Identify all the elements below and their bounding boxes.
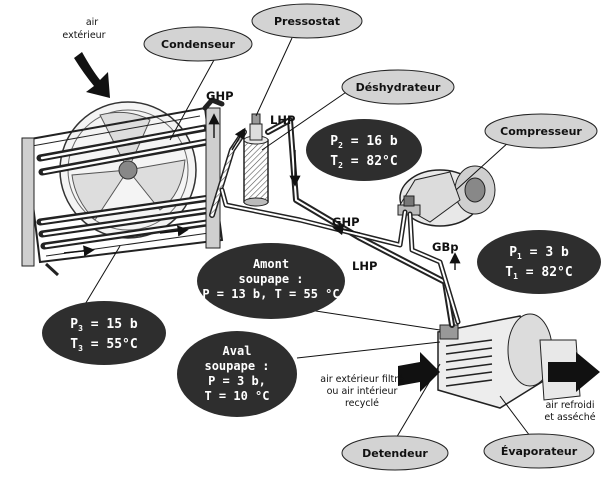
condenser (21, 101, 224, 277)
svg-text:Déshydrateur: Déshydrateur (356, 81, 441, 94)
svg-text:T = 10 °C: T = 10 °C (204, 389, 269, 403)
state-p3-t3: P3 = 15 b T3 = 55°C (42, 301, 166, 365)
state-aval-soupape: Aval soupape : P = 3 b, T = 10 °C (177, 331, 297, 417)
svg-text:soupape :: soupape : (238, 272, 303, 286)
svg-text:Pressostat: Pressostat (274, 15, 340, 28)
label-pressostat: Pressostat (251, 3, 363, 39)
inlet-air-label-1: air extérieur filtré (320, 374, 404, 385)
svg-text:P3 = 15 b: P3 = 15 b (70, 317, 138, 333)
svg-text:Évaporateur: Évaporateur (501, 445, 578, 458)
svg-text:P1 = 3 b: P1 = 3 b (509, 245, 569, 261)
svg-text:Amont: Amont (253, 257, 289, 271)
svg-text:P2 = 16 b: P2 = 16 b (330, 134, 398, 150)
pipe-label-ghp-top: GHP (206, 89, 234, 103)
svg-text:T3 = 55°C: T3 = 55°C (70, 337, 137, 353)
outside-air-label-2: extérieur (62, 30, 105, 41)
pipe-label-lhp-top: LHP (270, 113, 295, 127)
label-detendeur: Detendeur (341, 435, 449, 471)
svg-text:Aval: Aval (223, 344, 252, 358)
label-deshydrateur: Déshydrateur (341, 69, 455, 105)
state-amont-soupape: Amont soupape : P = 13 b, T = 55 °C (197, 243, 345, 319)
inlet-air-arrow (398, 352, 440, 392)
svg-text:P = 13 b, T = 55 °C: P = 13 b, T = 55 °C (202, 287, 339, 301)
svg-text:P = 3 b,: P = 3 b, (208, 374, 266, 388)
dehydrator (243, 113, 269, 207)
pipe-label-gbp: GBp (432, 240, 458, 254)
svg-text:T1 = 82°C: T1 = 82°C (505, 265, 572, 281)
pipe-label-lhp-mid: LHP (352, 259, 377, 273)
svg-text:T2 = 82°C: T2 = 82°C (330, 154, 397, 170)
flow-arrows (63, 113, 461, 270)
state-p1-t1: P1 = 3 b T1 = 82°C (477, 230, 601, 294)
label-compresseur: Compresseur (484, 113, 598, 149)
pipe-label-ghp-mid: GHP (332, 215, 360, 229)
outlet-air-label-1: air refroidi (545, 400, 594, 411)
state-p2-t2: P2 = 16 b T2 = 82°C (306, 119, 422, 181)
evaporator (437, 313, 581, 409)
label-evaporateur: Évaporateur (483, 433, 595, 469)
svg-text:Condenseur: Condenseur (161, 38, 235, 51)
svg-text:Compresseur: Compresseur (500, 125, 582, 138)
svg-text:soupape :: soupape : (204, 359, 269, 373)
outside-air-label-1: air (86, 17, 98, 28)
outlet-air-arrow (548, 352, 600, 392)
svg-text:Detendeur: Detendeur (362, 447, 428, 460)
label-condenseur: Condenseur (143, 26, 253, 62)
inlet-air-label-2: ou air intérieur (327, 386, 398, 397)
outside-air-arrow (74, 52, 110, 98)
inlet-air-label-3: recyclé (345, 398, 379, 409)
compressor (397, 165, 496, 227)
outlet-air-label-2: et asséché (544, 412, 595, 423)
